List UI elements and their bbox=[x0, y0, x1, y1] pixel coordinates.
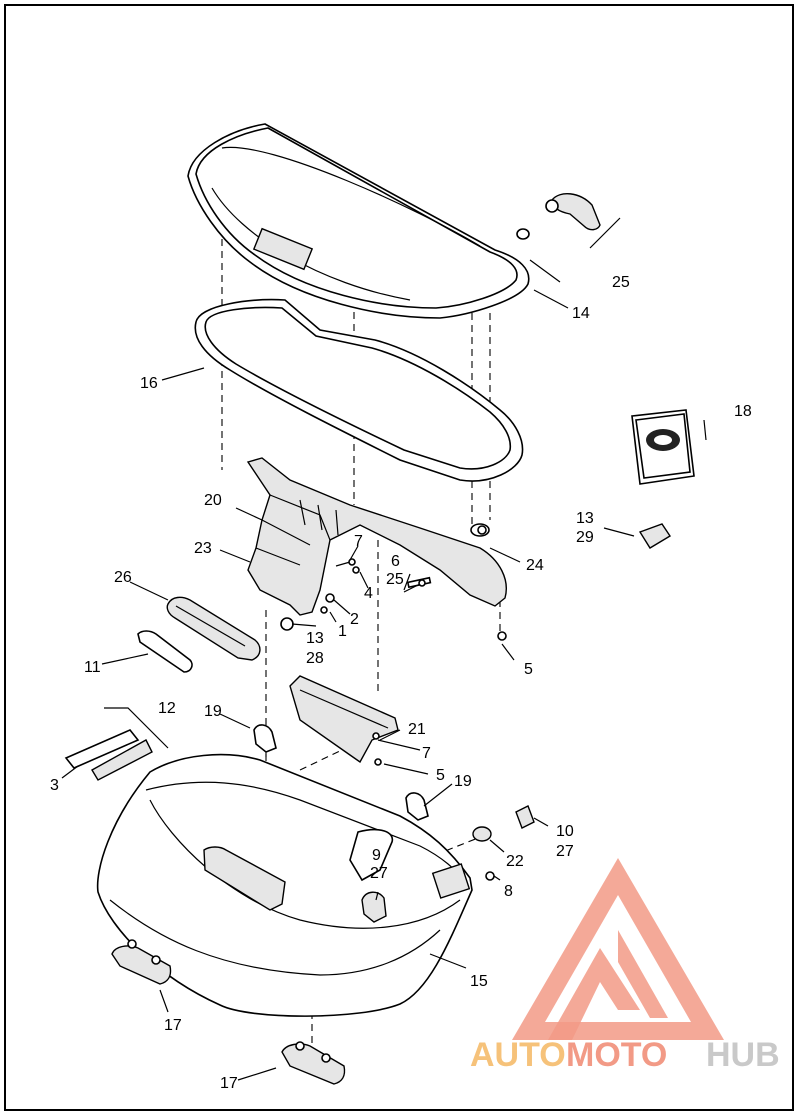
callout-5-lower: 5 bbox=[436, 767, 445, 784]
callout-15: 15 bbox=[470, 973, 488, 990]
callout-22: 22 bbox=[506, 853, 524, 870]
callout-13-right: 13 bbox=[576, 510, 594, 527]
emblem-badge bbox=[631, 409, 695, 485]
leader-lines bbox=[61, 289, 707, 1081]
diagram-border bbox=[4, 4, 794, 1111]
callout-13-left: 13 bbox=[306, 630, 324, 647]
callout-25-bracket: 25 bbox=[386, 571, 404, 588]
callout-10: 10 bbox=[556, 823, 574, 840]
callout-5-upper: 5 bbox=[524, 661, 533, 678]
callout-19-right: 19 bbox=[454, 773, 472, 790]
cover-plate bbox=[289, 675, 399, 764]
watermark-logo bbox=[512, 858, 724, 1040]
callout-16: 16 bbox=[140, 375, 158, 392]
callout-18: 18 bbox=[734, 403, 752, 420]
callout-4: 4 bbox=[364, 585, 373, 602]
callout-7-upper: 7 bbox=[354, 533, 363, 550]
callout-7-lower: 7 bbox=[422, 745, 431, 762]
lid-gasket bbox=[194, 298, 524, 482]
callout-23: 23 bbox=[194, 540, 212, 557]
callout-8: 8 bbox=[504, 883, 513, 900]
callout-12: 12 bbox=[158, 700, 176, 717]
saddlebag-body bbox=[96, 753, 473, 1017]
callout-17-upper: 17 bbox=[164, 1017, 182, 1034]
callout-29: 29 bbox=[576, 529, 594, 546]
reflector-bars bbox=[64, 707, 169, 781]
callout-6: 6 bbox=[391, 553, 400, 570]
callout-19-left: 19 bbox=[204, 703, 222, 720]
callout-2: 2 bbox=[350, 611, 359, 628]
callout-24: 24 bbox=[526, 557, 544, 574]
watermark-wordmark: AUTO MOTO HUB bbox=[470, 1036, 780, 1074]
lid-latch-handle bbox=[516, 193, 621, 283]
callout-14: 14 bbox=[572, 305, 590, 322]
latch-knob bbox=[361, 891, 387, 923]
mount-clips bbox=[111, 939, 346, 1085]
callout-9: 9 bbox=[372, 847, 381, 864]
callout-labels: 1 2 3 4 5 5 6 7 7 8 9 10 11 12 13 13 14 … bbox=[50, 274, 752, 1092]
latch-clips bbox=[253, 724, 429, 821]
callout-21: 21 bbox=[408, 721, 426, 738]
small-hardware bbox=[472, 805, 535, 881]
callout-28: 28 bbox=[306, 650, 324, 667]
callout-17-lower: 17 bbox=[220, 1075, 238, 1092]
hinge-bracket bbox=[246, 457, 507, 616]
callout-20: 20 bbox=[204, 492, 222, 509]
trim-strips bbox=[137, 596, 261, 673]
callout-11: 11 bbox=[84, 659, 101, 676]
callout-25-lid: 25 bbox=[612, 274, 630, 291]
small-clip bbox=[638, 523, 671, 549]
callout-26: 26 bbox=[114, 569, 132, 586]
saddlebag-lid bbox=[187, 123, 530, 319]
callout-27-left: 27 bbox=[370, 865, 388, 882]
screws bbox=[280, 525, 507, 766]
callout-27-right: 27 bbox=[556, 843, 574, 860]
watermark-word-moto: MOTO bbox=[566, 1036, 667, 1074]
watermark-word-hub: HUB bbox=[706, 1036, 780, 1074]
callout-1: 1 bbox=[338, 623, 347, 640]
callout-3: 3 bbox=[50, 777, 59, 794]
watermark-word-auto: AUTO bbox=[470, 1036, 566, 1074]
